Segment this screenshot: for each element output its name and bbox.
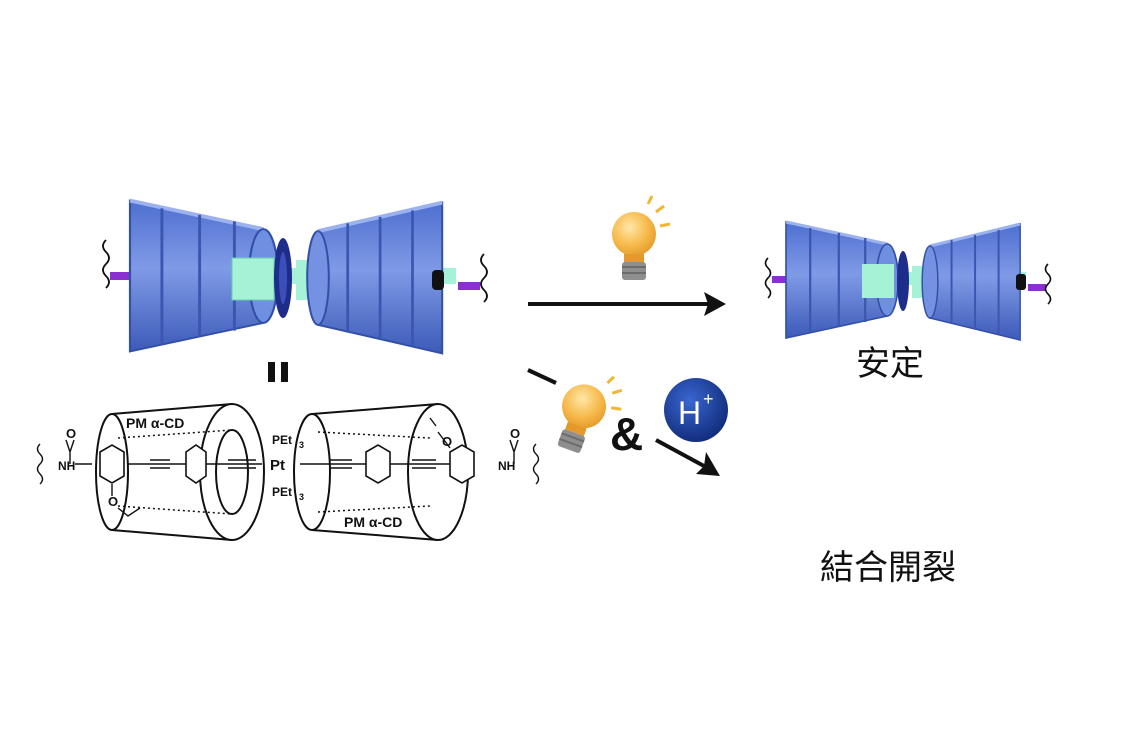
ligand-bottom-subscript: 3 xyxy=(299,492,304,502)
amide-nh-right: NH xyxy=(498,459,515,473)
outcome-stable-label: 安定 xyxy=(856,344,924,384)
ligand-top-subscript: 3 xyxy=(299,440,304,450)
chemical-structure xyxy=(36,403,540,541)
arrow-icon-lower xyxy=(527,368,720,476)
rotaxane-intact-large xyxy=(102,201,488,354)
ligand-bottom-label: PEt xyxy=(272,485,292,499)
ring-label-left: PM α-CD xyxy=(126,415,184,431)
outcome-cleavage-label: 結合開裂 xyxy=(820,548,956,588)
ether-oxygen-left: O xyxy=(108,494,118,509)
ring-label-right: PM α-CD xyxy=(344,514,402,530)
proton-charge: + xyxy=(703,389,714,409)
platinum-label: Pt xyxy=(270,457,285,474)
ether-oxygen-right: O xyxy=(442,434,452,449)
amide-nh-left: NH xyxy=(58,459,75,473)
light-bulb-icon xyxy=(612,195,671,280)
light-bulb-icon-lower xyxy=(557,375,623,453)
proton-label: H xyxy=(678,395,701,431)
rotaxane-stable xyxy=(764,220,1052,342)
amide-oxygen-right: O xyxy=(510,426,520,441)
proton-icon: H + xyxy=(664,378,728,442)
ampersand-label: & xyxy=(610,408,643,460)
arrow-icon xyxy=(528,292,726,316)
ligand-top-label: PEt xyxy=(272,433,292,447)
equivalence-sign xyxy=(268,362,288,382)
amide-oxygen-left: O xyxy=(66,426,76,441)
